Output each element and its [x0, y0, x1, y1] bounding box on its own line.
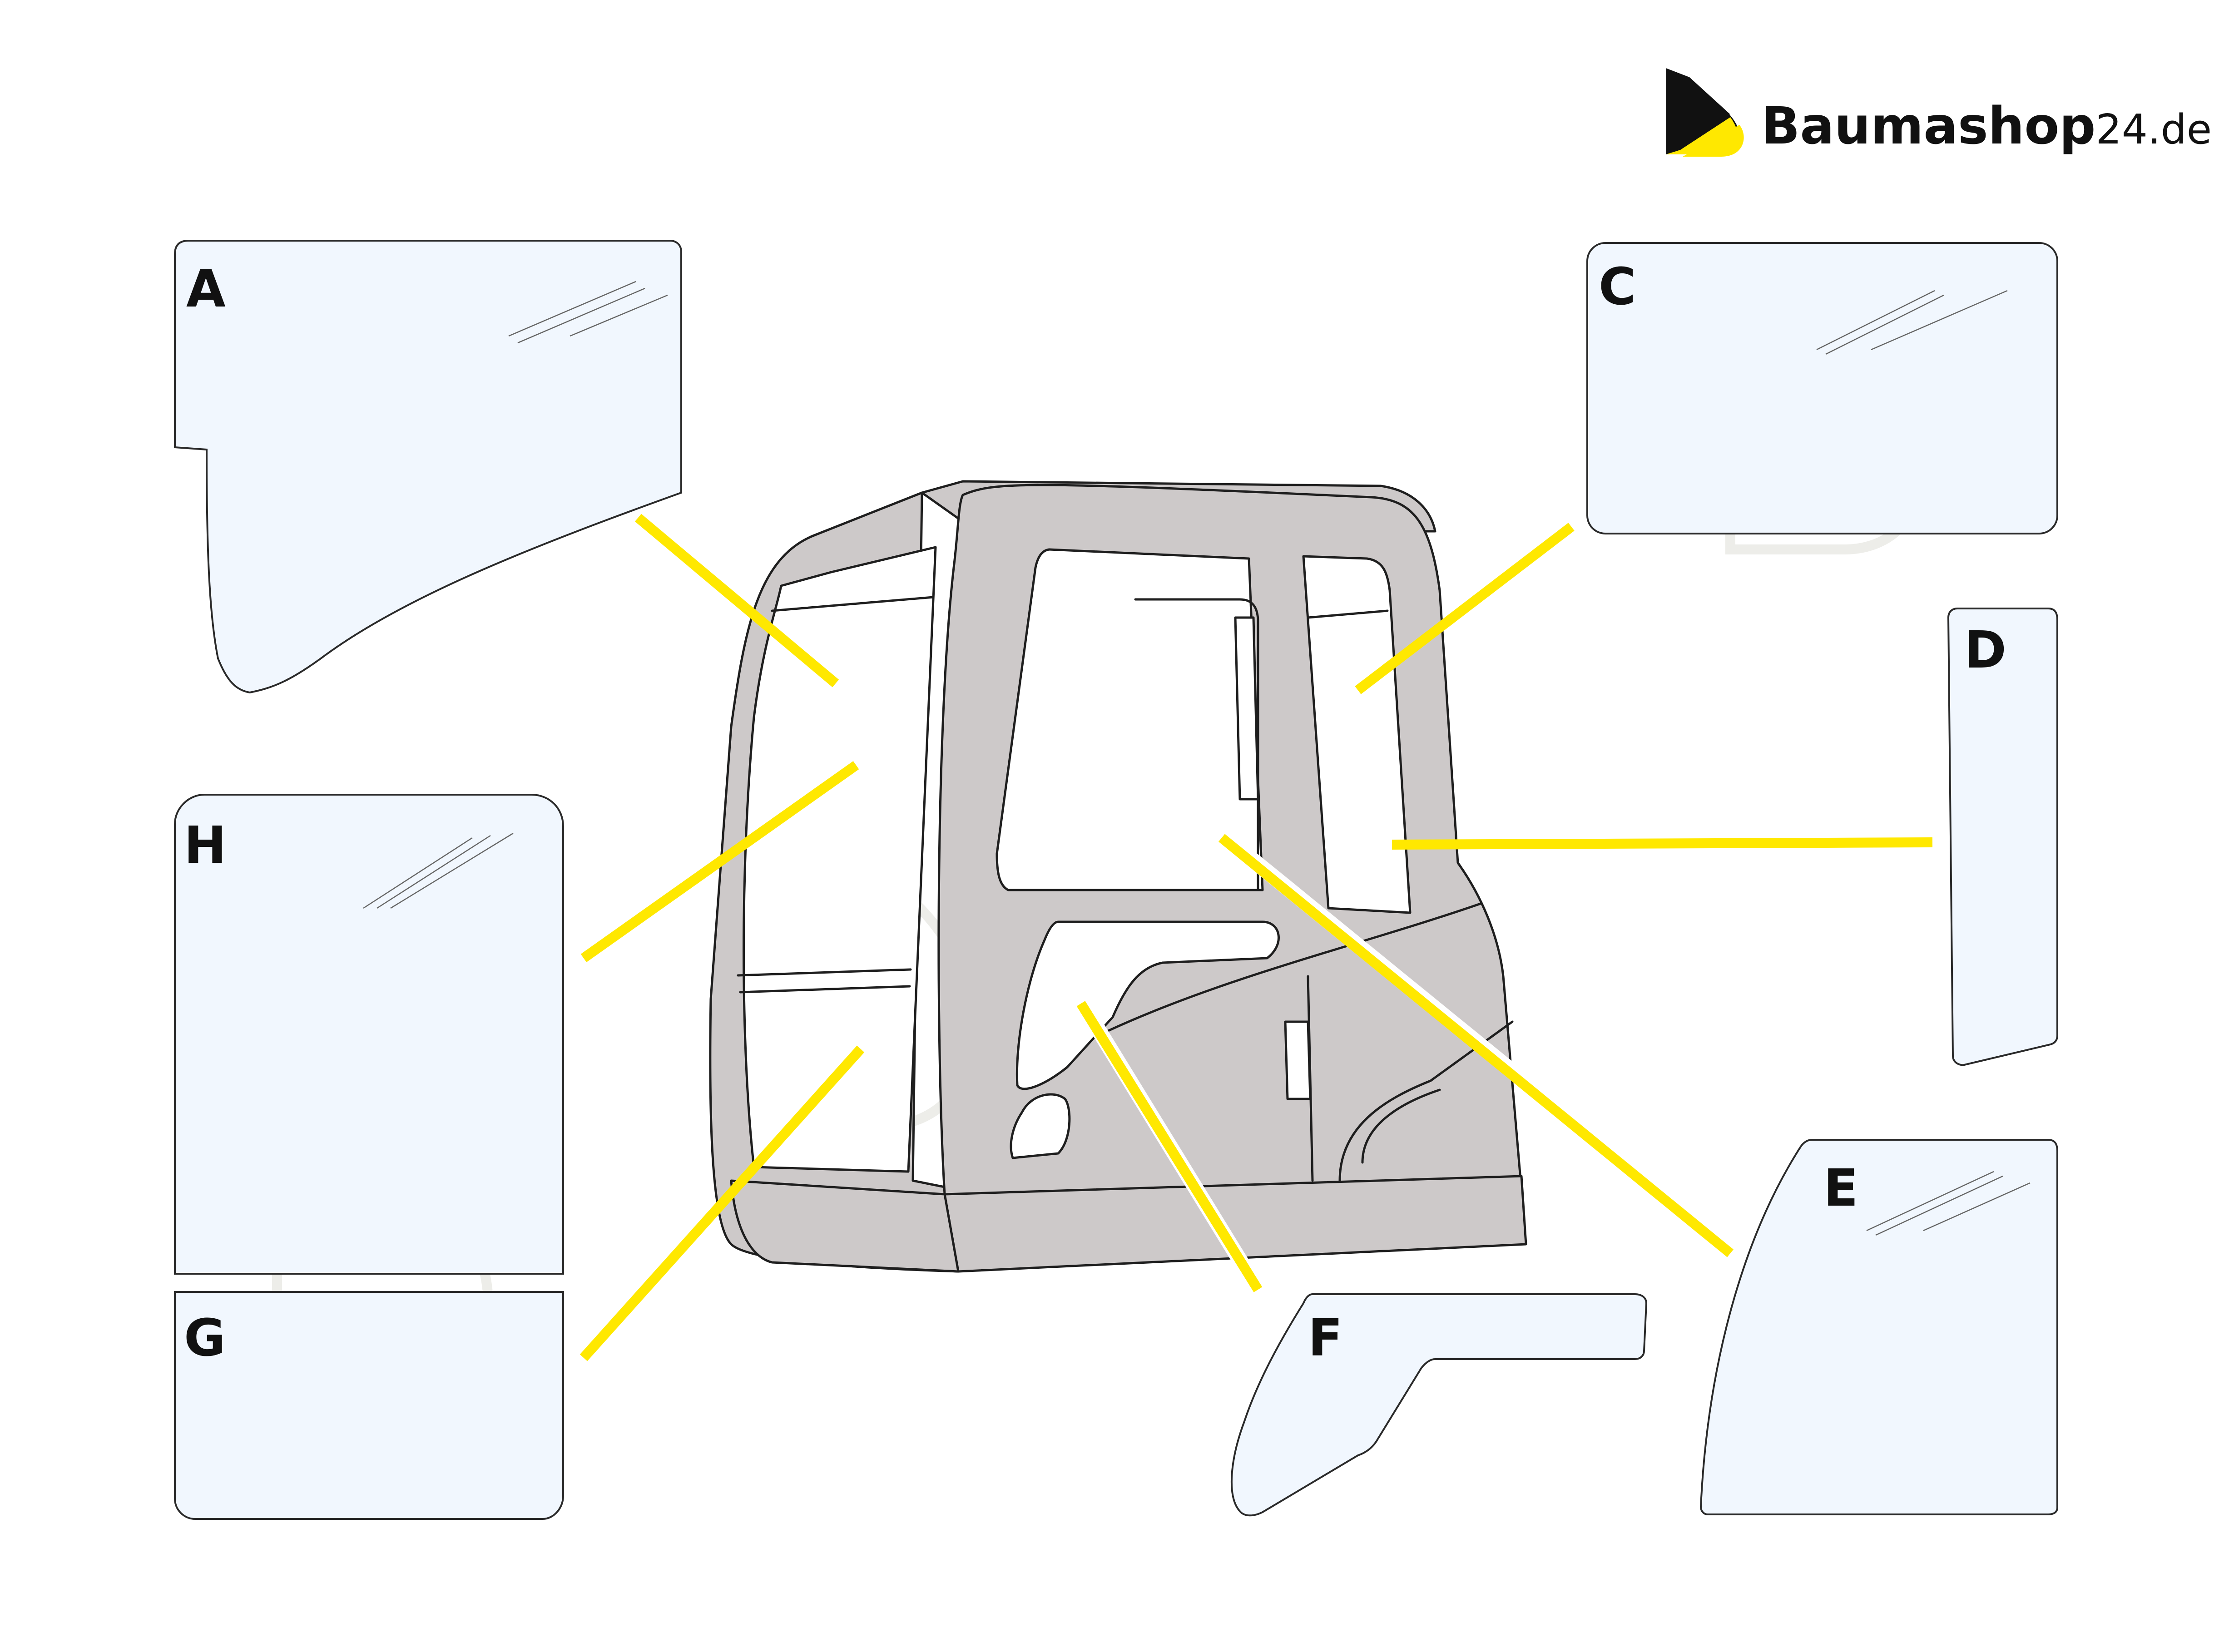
glass-panel-F-label: F	[1308, 1309, 1343, 1368]
glass-panel-E-label: E	[1823, 1159, 1858, 1218]
glass-panel-H-label: H	[184, 816, 227, 875]
brand-suffix: 24.de	[2095, 106, 2212, 153]
glass-panel-F[interactable]: F	[1230, 1293, 1648, 1517]
glass-panel-A-label: A	[186, 260, 226, 319]
glass-panel-H[interactable]: H	[174, 794, 564, 1275]
glass-panel-D-label: D	[1964, 621, 2006, 680]
leader-E	[1218, 834, 1734, 1257]
brand-logo-wordmark: Baumashop24.de	[1761, 97, 2212, 156]
excavator-cab	[709, 480, 1527, 1273]
leader-lines	[580, 514, 1933, 1361]
brand-logo-icon	[1666, 68, 1744, 157]
glass-panel-D[interactable]: D	[1947, 608, 2058, 1066]
leader-H	[580, 761, 859, 962]
brand-logo[interactable]: Baumashop24.de	[1666, 68, 2212, 157]
glass-panel-G-label: G	[184, 1309, 226, 1368]
leader-A	[634, 514, 839, 688]
glass-panel-C-label: C	[1599, 257, 1636, 317]
leader-D	[1392, 837, 1933, 850]
leader-G	[580, 1045, 865, 1361]
brand-name: Baumashop	[1761, 97, 2095, 156]
glass-panel-G[interactable]: G	[174, 1291, 564, 1520]
leader-F	[1076, 1001, 1263, 1292]
glass-panel-C[interactable]: C	[1586, 242, 2058, 534]
glass-panel-A[interactable]: A	[174, 240, 682, 694]
glass-panel-E[interactable]: E	[1699, 1139, 2058, 1515]
leader-C	[1355, 523, 1575, 694]
